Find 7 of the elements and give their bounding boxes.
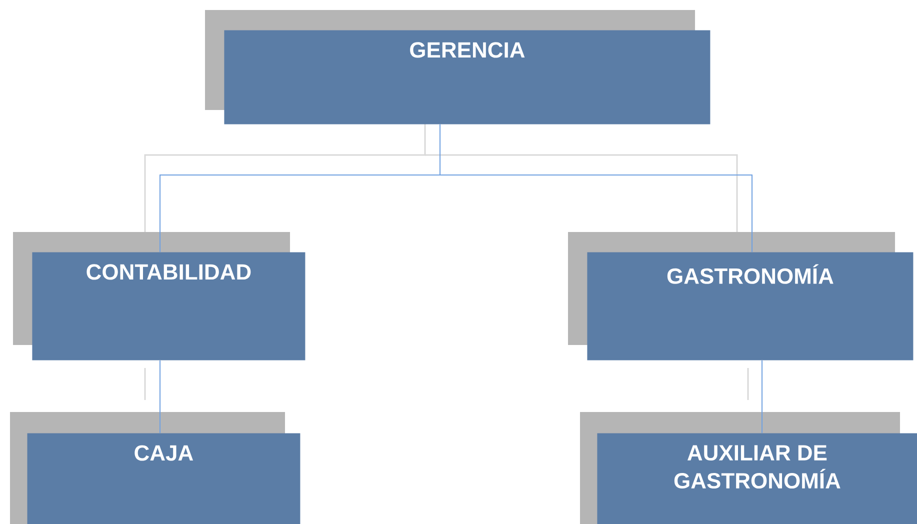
org-box: AUXILIAR DE GASTRONOMÍA xyxy=(597,433,917,524)
org-box: GASTRONOMÍA xyxy=(587,252,914,360)
org-box: CONTABILIDAD xyxy=(32,252,306,360)
connector-line xyxy=(762,360,763,434)
org-box: CAJA xyxy=(27,433,300,524)
connector-line xyxy=(440,124,752,252)
org-box: GERENCIA xyxy=(224,30,710,124)
